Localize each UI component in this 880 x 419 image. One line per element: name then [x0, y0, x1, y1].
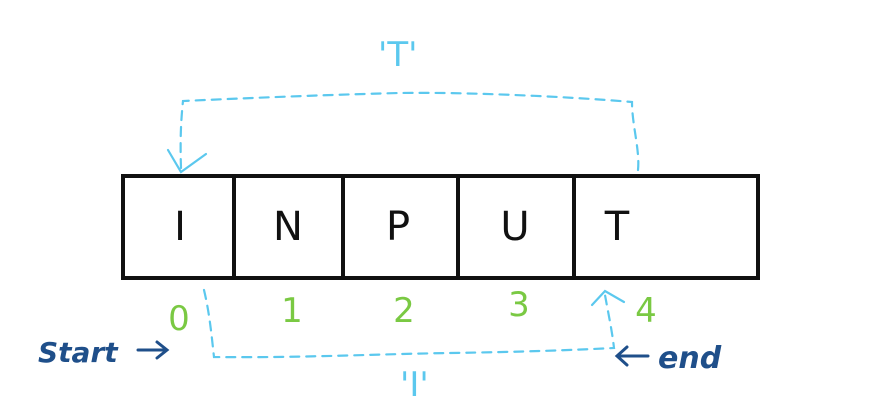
cell-letter-1: N	[273, 204, 303, 250]
index-2: 2	[393, 291, 415, 331]
array-box	[121, 174, 760, 280]
index-4: 4	[635, 291, 657, 331]
index-0: 0	[168, 299, 190, 339]
index-1: 1	[281, 291, 303, 331]
index-3: 3	[508, 285, 530, 325]
end-pointer: end	[614, 341, 722, 376]
top-swap-arrow	[166, 91, 640, 174]
left-arrow-icon	[614, 345, 650, 367]
start-label: Start	[38, 336, 119, 369]
cell-letter-4: T	[604, 204, 630, 250]
start-pointer: Start	[38, 336, 170, 369]
end-label: end	[658, 341, 722, 376]
cell-letter-2: P	[386, 204, 410, 250]
right-arrow-icon	[136, 340, 170, 360]
bottom-swap-arrow	[202, 288, 626, 359]
bottom-swap-label: 'I'	[400, 365, 429, 405]
cell-letter-0: I	[174, 204, 186, 250]
top-swap-label: 'T'	[378, 35, 417, 75]
cell-letter-3: U	[500, 204, 529, 250]
